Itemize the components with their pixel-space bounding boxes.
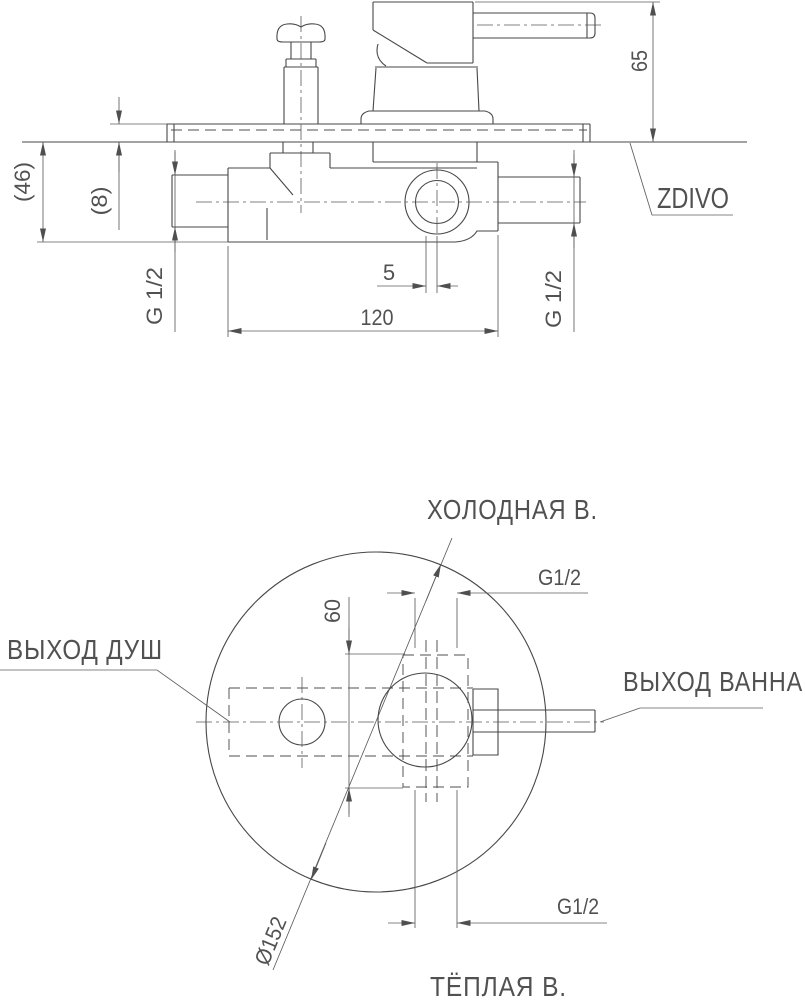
brand-callout: ZDIVO: [629, 142, 733, 216]
shower-outlet-text: ВЫХОД ДУШ: [7, 634, 163, 665]
dim-g12-bottom-label: G1/2: [557, 894, 599, 919]
dim-60-label: 60: [320, 599, 345, 623]
dimension-g12-right: G 1/2: [541, 150, 577, 332]
dim-g12-top-label: G1/2: [538, 565, 581, 590]
dim-46-label: (46): [10, 162, 35, 202]
dimension-46: (46): [10, 142, 228, 243]
warm-water-text: ТЁПЛАЯ В.: [430, 971, 567, 1000]
dim-120-label: 120: [361, 305, 394, 330]
brand-label: ZDIVO: [657, 183, 729, 215]
escutcheon-plate-side: [166, 123, 591, 142]
dimension-120: 120: [227, 235, 499, 337]
label-shower-outlet: ВЫХОД ДУШ: [0, 634, 231, 723]
diverter-knob: [276, 16, 326, 213]
dimension-g12-bottom: G1/2: [388, 790, 607, 928]
dimension-5: 5: [377, 260, 458, 289]
valve-body-front: [196, 640, 604, 802]
dimension-60: 60: [320, 597, 405, 817]
dim-5-label: 5: [383, 260, 395, 285]
bath-outlet-stub: [473, 709, 596, 733]
mixer-handle: [360, 1, 601, 124]
top-view: 65 (46) (8) G 1/2 G 1/2: [10, 1, 747, 337]
diameter-line: Ø152: [249, 537, 453, 971]
valve-body-side: [171, 142, 586, 293]
dim-g12-left-label: G 1/2: [142, 267, 167, 325]
cold-water-text: ХОЛОДНАЯ В.: [427, 494, 598, 525]
bottom-view: Ø152 G1/2 G1/2: [0, 494, 803, 1000]
dimension-g12-top: G1/2: [387, 565, 588, 648]
dim-g12-right-label: G 1/2: [541, 270, 566, 328]
dim-8-label: (8): [87, 187, 112, 216]
label-cold-water: ХОЛОДНАЯ В.: [427, 494, 598, 525]
dimension-65: 65: [475, 1, 660, 142]
bath-outlet-text: ВЫХОД ВАННА: [623, 666, 803, 697]
dim-65-label: 65: [627, 50, 652, 72]
label-bath-outlet: ВЫХОД ВАННА: [599, 666, 803, 723]
label-warm-water: ТЁПЛАЯ В.: [430, 971, 567, 1000]
dimension-8: (8): [87, 97, 167, 230]
dimension-g12-left: G 1/2: [142, 150, 178, 332]
